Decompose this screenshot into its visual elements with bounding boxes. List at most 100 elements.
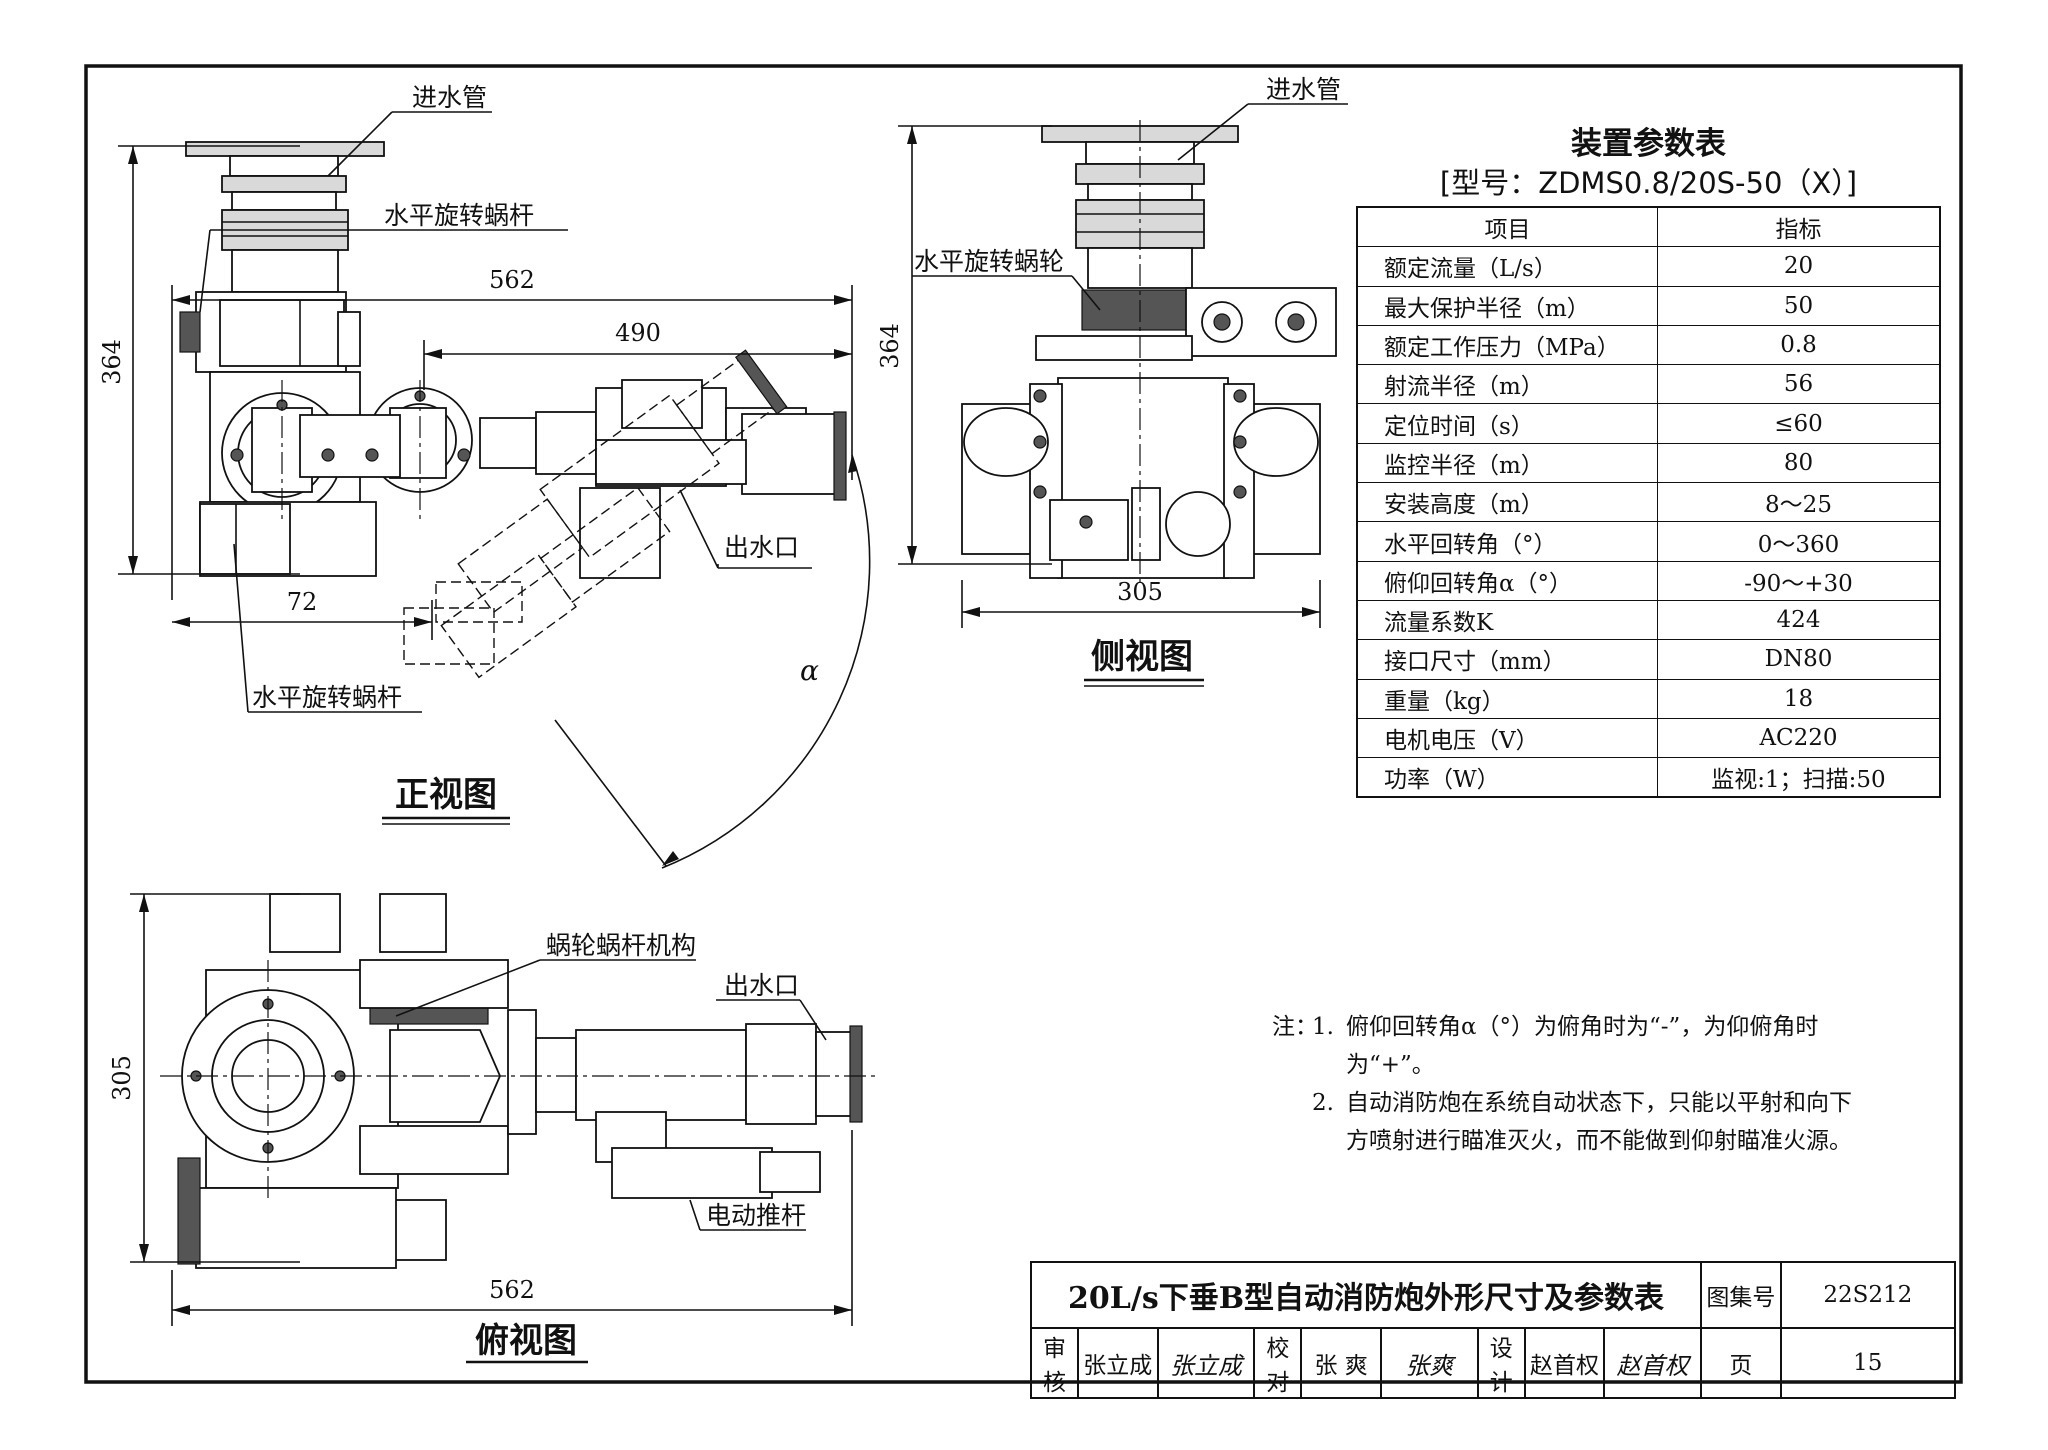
front-inlet-label: 进水管 [412, 83, 487, 112]
param-item: 射流半径（m） [1356, 364, 1658, 405]
param-item: 接口尺寸（mm） [1356, 639, 1658, 680]
param-value: ≤60 [1657, 403, 1941, 444]
front-width-mid-dim: 490 [615, 319, 661, 347]
note-2: 2. 自动消防炮在系统自动状态下，只能以平射和向下 [1272, 1084, 1952, 1122]
param-row: 额定流量（L/s）20 [1356, 246, 1941, 287]
page-label: 页 [1700, 1327, 1782, 1399]
param-value: 8～25 [1657, 482, 1941, 523]
param-item: 功率（W） [1356, 757, 1658, 798]
param-row: 安装高度（m）8～25 [1356, 482, 1941, 523]
param-value: 0.8 [1657, 324, 1941, 366]
note-1-cont: 为“+”。 [1272, 1046, 1952, 1084]
param-item: 最大保护半径（m） [1356, 285, 1658, 326]
param-value: AC220 [1657, 717, 1941, 759]
param-value: DN80 [1657, 639, 1941, 680]
param-table-title: 装置参数表 [1571, 126, 1726, 162]
angle-alpha-label: α [800, 654, 819, 687]
atlas-number: 22S212 [1779, 1261, 1957, 1329]
param-item: 额定工作压力（MPa） [1356, 324, 1658, 366]
param-item: 俯仰回转角α（°） [1356, 560, 1658, 601]
review-label: 审核 [1030, 1327, 1079, 1399]
check-label: 校对 [1253, 1327, 1303, 1399]
side-view-title: 侧视图 [1091, 637, 1193, 677]
note-1: 注： 1. 俯仰回转角α（°）为俯角时为“-”，为仰俯角时 [1272, 1008, 1952, 1046]
param-row: 射流半径（m）56 [1356, 364, 1941, 405]
top-view: 305 562 蜗轮蜗杆机构 出水口 电动推杆 俯视图 [108, 893, 880, 1364]
side-worm-gear-label: 水平旋转蜗轮 [914, 247, 1064, 276]
top-mechanism-label: 蜗轮蜗杆机构 [546, 931, 696, 960]
param-row: 接口尺寸（mm）DN80 [1356, 639, 1941, 680]
param-item: 额定流量（L/s） [1356, 246, 1658, 287]
designer-signature: 赵首权 [1603, 1327, 1703, 1399]
param-row: 额定工作压力（MPa）0.8 [1356, 324, 1941, 366]
param-row: 功率（W）监视:1；扫描:50 [1356, 757, 1941, 798]
param-value: 80 [1657, 442, 1941, 484]
sheet-border [84, 64, 1963, 1384]
side-width-dim: 305 [1117, 578, 1163, 606]
param-header-value: 指标 [1657, 206, 1941, 248]
param-table: 项目 指标 额定流量（L/s）20 最大保护半径（m）50 额定工作压力（MPa… [1356, 206, 1941, 799]
front-worm-top-label: 水平旋转蜗杆 [384, 201, 534, 230]
param-value: 20 [1657, 246, 1941, 287]
param-item: 定位时间（s） [1356, 403, 1658, 444]
param-row: 最大保护半径（m）50 [1356, 285, 1941, 326]
param-value: 监视:1；扫描:50 [1657, 757, 1941, 798]
param-item: 重量（kg） [1356, 678, 1658, 719]
note-number: 1. [1312, 1014, 1334, 1040]
side-inlet-label: 进水管 [1266, 75, 1341, 104]
front-worm-bottom-label: 水平旋转蜗杆 [252, 683, 402, 712]
param-table-header-row: 项目 指标 [1356, 206, 1941, 248]
design-label: 设计 [1476, 1327, 1526, 1399]
front-view: 364 562 490 72 α 进水管 水平旋转蜗杆 [98, 83, 871, 869]
param-value: 424 [1657, 599, 1941, 641]
note-text: 为“+”。 [1346, 1052, 1435, 1078]
top-height-dim: 305 [108, 1055, 136, 1101]
note-text: 方喷射进行瞄准灭火，而不能做到仰射瞄准火源。 [1346, 1128, 1852, 1154]
notes-prefix: 注： [1272, 1014, 1318, 1040]
param-row: 电机电压（V）AC220 [1356, 717, 1941, 759]
front-width-small-dim: 72 [287, 588, 318, 616]
drawing-title: 20L/s下垂B型自动消防炮外形尺寸及参数表 [1029, 1261, 1703, 1329]
param-row: 俯仰回转角α（°）-90～+30 [1356, 560, 1941, 601]
top-width-dim: 562 [489, 1276, 535, 1304]
checker-signature: 张爽 [1379, 1327, 1479, 1399]
atlas-label: 图集号 [1700, 1261, 1782, 1329]
front-height-dim: 364 [98, 339, 126, 385]
param-item: 水平回转角（°） [1356, 521, 1658, 562]
param-table-model: [型号：ZDMS0.8/20S-50（X）] [1439, 166, 1858, 200]
front-view-title: 正视图 [395, 775, 497, 815]
param-item: 监控半径（m） [1356, 442, 1658, 484]
note-number: 2. [1312, 1090, 1334, 1116]
designer-name: 赵首权 [1523, 1327, 1606, 1399]
top-actuator-label: 电动推杆 [706, 1201, 806, 1230]
reviewer-signature: 张立成 [1156, 1327, 1256, 1399]
front-width-total-dim: 562 [489, 266, 535, 294]
checker-name: 张 爽 [1300, 1327, 1382, 1399]
param-value: 18 [1657, 678, 1941, 719]
note-text: 俯仰回转角α（°）为俯角时为“-”，为仰俯角时 [1346, 1014, 1819, 1040]
top-outlet-label: 出水口 [724, 971, 799, 1000]
title-block: 20L/s下垂B型自动消防炮外形尺寸及参数表 图集号 22S212 审核 张立成… [1029, 1261, 1957, 1399]
side-view: 364 305 进水管 水平旋转蜗轮 侧视图 [876, 75, 1348, 687]
param-row: 重量（kg）18 [1356, 678, 1941, 719]
param-item: 流量系数K [1356, 599, 1658, 641]
note-2-cont: 方喷射进行瞄准灭火，而不能做到仰射瞄准火源。 [1272, 1122, 1952, 1160]
page-number: 15 [1779, 1327, 1957, 1399]
top-view-title: 俯视图 [475, 1321, 577, 1361]
reviewer-name: 张立成 [1077, 1327, 1159, 1399]
param-item: 电机电压（V） [1356, 717, 1658, 759]
param-value: 56 [1657, 364, 1941, 405]
front-outlet-label: 出水口 [724, 533, 799, 562]
note-text: 自动消防炮在系统自动状态下，只能以平射和向下 [1346, 1090, 1852, 1116]
param-row: 定位时间（s）≤60 [1356, 403, 1941, 444]
side-height-dim: 364 [876, 323, 904, 369]
param-value: 50 [1657, 285, 1941, 326]
param-value: 0～360 [1657, 521, 1941, 562]
param-item: 安装高度（m） [1356, 482, 1658, 523]
param-value: -90～+30 [1657, 560, 1941, 601]
param-header-item: 项目 [1356, 206, 1658, 248]
notes: 注： 1. 俯仰回转角α（°）为俯角时为“-”，为仰俯角时 为“+”。 2. 自… [1272, 1008, 1952, 1160]
param-row: 监控半径（m）80 [1356, 442, 1941, 484]
